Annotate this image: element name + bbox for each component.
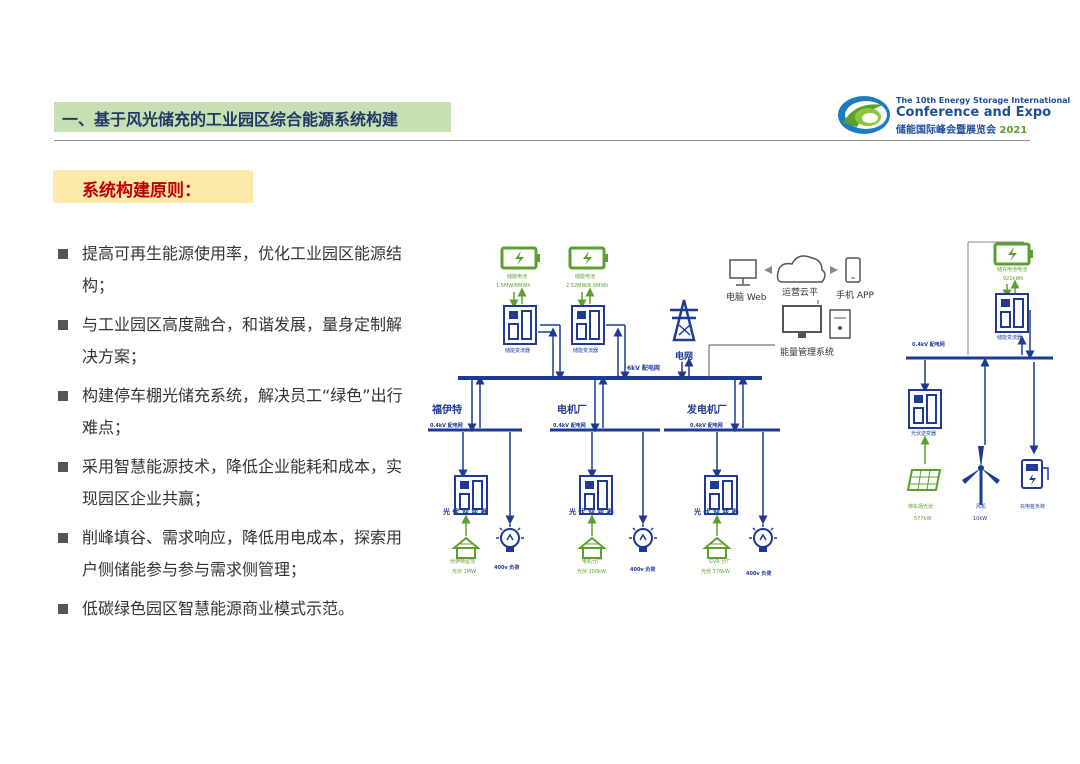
bullet-square-icon [58, 249, 68, 259]
rooftop-pv-icon [704, 537, 730, 559]
wind-power: 10kW [973, 516, 987, 522]
ems-label: 能量管理系统 [780, 346, 834, 358]
list-item: 低碳绿色园区智慧能源商业模式示范。 [58, 593, 408, 625]
computer-icon [729, 259, 757, 286]
battery-icon [500, 246, 542, 270]
battery-2-spec: 2.52MW/6.6MWh [566, 283, 608, 289]
lightbulb-icon [495, 523, 525, 553]
list-item-text: 与工业园区高度融合，和谐发展，量身定制解决方案； [82, 315, 403, 366]
charging-pile-icon [1021, 459, 1049, 489]
bullet-square-icon [58, 320, 68, 330]
bus-6kv-label: 6kV 配电网 [627, 364, 660, 372]
list-item-text: 采用智慧能源技术，降低企业能耗和成本，实现园区企业共赢； [82, 457, 403, 508]
title-divider [54, 140, 1030, 141]
bus-04kv-2-label: 0.4kV 配电网 [553, 422, 586, 429]
charger-label: 充电桩负荷 [1020, 503, 1045, 510]
subtitle: 系统构建原则： [82, 181, 201, 201]
pv-1-power: 光伏 1MW [452, 568, 476, 575]
phone-icon [845, 257, 861, 283]
bullet-square-icon [58, 391, 68, 401]
rooftop-pv-icon [579, 537, 605, 559]
grid-label: 电网 [675, 350, 693, 362]
logo-line-3-cn: 储能国际峰会暨展览会 [896, 125, 996, 136]
battery-1-label: 储能电池 [507, 273, 527, 280]
inverter-1-label: 光 伏 逆 变 器 [442, 507, 489, 516]
carport-pv-label: 停车场光伏 [908, 503, 933, 510]
wind-label: 风机 [976, 503, 986, 510]
right-battery-spec: 921kWh [1003, 276, 1024, 282]
logo-year: 2021 [999, 125, 1028, 136]
pcs-1-label: 储能变流器 [505, 347, 530, 354]
load-3-label: 400v 负荷 [746, 570, 771, 577]
plant-3-label: 发电机厂 [686, 403, 727, 416]
logo-line-1: The 10th Energy Storage International [896, 96, 1071, 105]
battery-2-label: 储能电池 [575, 273, 595, 280]
pv-3-power: 光伏 376kW [701, 568, 730, 575]
list-item: 削峰填谷、需求响应，降低用电成本，探索用户侧储能参与参与需求侧管理； [58, 522, 408, 586]
pv-2-name: 电机分厂 [582, 558, 602, 565]
list-item: 采用智慧能源技术，降低企业能耗和成本，实现园区企业共赢； [58, 451, 408, 515]
subtitle-bg [53, 170, 253, 203]
lightbulb-icon [628, 523, 658, 553]
plant-1-label: 福伊特 [431, 403, 462, 416]
cloud-label: 运营云平 [782, 286, 818, 298]
right-inverter-cabinet-icon [908, 389, 942, 429]
ems-monitor-icon [782, 305, 851, 339]
pv-3-name: GVR 分厂 [709, 558, 731, 565]
list-item-text: 削峰填谷、需求响应，降低用电成本，探索用户侧储能参与参与需求侧管理； [82, 528, 403, 579]
right-bus-label: 0.4kV 配电网 [912, 341, 945, 348]
bullet-square-icon [58, 604, 68, 614]
plant-2-label: 电机厂 [557, 403, 587, 416]
logo-line-2: Conference and Expo [896, 105, 1052, 120]
right-inverter-label: 光伏逆变器 [911, 430, 936, 437]
pcs-2-cabinet-icon [571, 305, 605, 345]
list-item-text: 构建停车棚光储充系统，解决员工“绿色”出行难点； [82, 386, 403, 437]
list-item: 构建停车棚光储充系统，解决员工“绿色”出行难点； [58, 380, 408, 444]
right-pcs-cabinet-icon [995, 293, 1029, 333]
list-item: 与工业园区高度融合，和谐发展，量身定制解决方案； [58, 309, 408, 373]
carport-pv-power: 577kW [914, 516, 931, 522]
inverter-3-label: 光 伏 逆 变 器 [693, 507, 740, 516]
pcs-1-cabinet-icon [503, 305, 537, 345]
web-label: 电脑 Web [726, 291, 767, 303]
list-item-text: 提高可再生能源使用率，优化工业园区能源结构； [82, 244, 403, 295]
list-item: 提高可再生能源使用率，优化工业园区能源结构； [58, 238, 408, 302]
solar-panel-icon [906, 469, 942, 491]
pv-2-power: 光伏 100kW [577, 568, 606, 575]
section-title-bg [54, 102, 451, 132]
cloud-icon [776, 255, 826, 283]
right-pcs-label: 储能变流器 [997, 334, 1022, 341]
section-title: 一、基于风光储充的工业园区综合能源系统构建 [62, 110, 399, 129]
grid-tower-icon [670, 299, 698, 342]
logo-line-3: 储能国际峰会暨展览会 2021 [896, 121, 1027, 136]
battery-1-spec: 1.5MW/6MWh [496, 283, 531, 289]
rooftop-pv-icon [453, 537, 479, 559]
list-item-text: 低碳绿色园区智慧能源商业模式示范。 [82, 599, 355, 618]
lightbulb-icon [748, 523, 778, 553]
bullet-square-icon [58, 462, 68, 472]
bullet-square-icon [58, 533, 68, 543]
app-label: 手机 APP [836, 289, 874, 301]
battery-icon [993, 242, 1035, 266]
principles-list: 提高可再生能源使用率，优化工业园区能源结构； 与工业园区高度融合，和谐发展，量身… [58, 238, 408, 632]
expo-logo-icon [838, 96, 890, 134]
bus-04kv-3-label: 0.4kV 配电网 [690, 422, 723, 429]
inverter-2-label: 光 伏 逆 变 器 [568, 507, 615, 516]
pcs-2-label: 储能变流器 [573, 347, 598, 354]
wind-turbine-icon [962, 446, 1000, 505]
pv-1-name: 伏伊特屋顶 [450, 558, 475, 565]
right-battery-label: 储充电池电池 [997, 266, 1027, 273]
load-1-label: 400v 负荷 [494, 564, 519, 571]
battery-icon [568, 246, 610, 270]
load-2-label: 400v 负荷 [630, 566, 655, 573]
bus-04kv-1-label: 0.4kV 配电网 [430, 422, 463, 429]
